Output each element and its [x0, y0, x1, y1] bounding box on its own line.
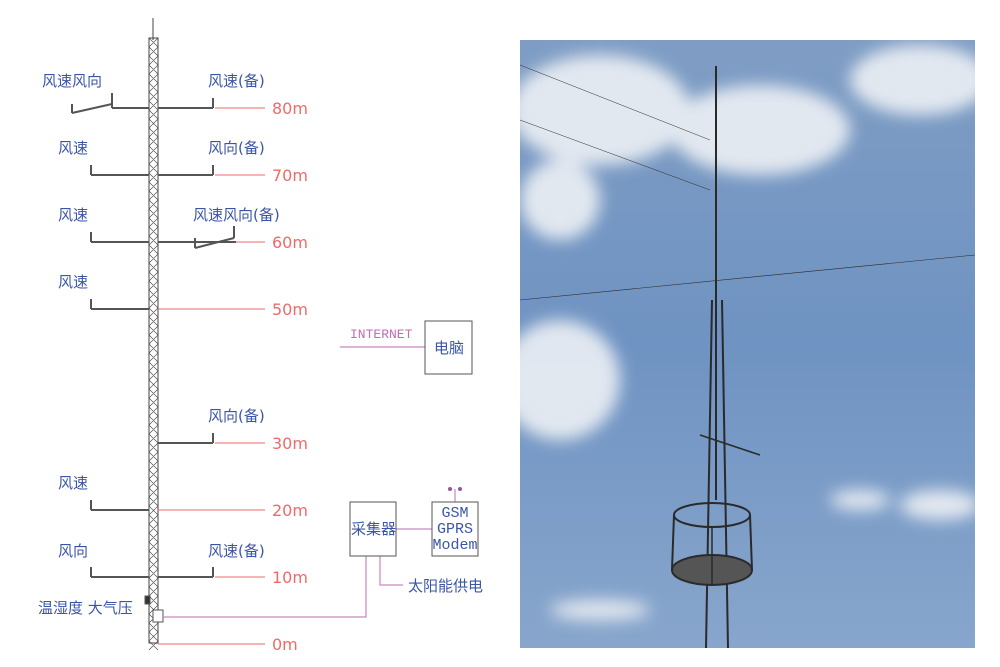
sensor-arms [71, 93, 236, 605]
height-label: 50m [272, 300, 308, 319]
sensor-label: 风速(备) [208, 542, 265, 560]
height-labels: 80m 70m 60m 50m 30m 20m 10m 0m [272, 99, 308, 654]
logger-label: 采集器 [351, 520, 396, 538]
logger-box [349, 501, 397, 557]
modem-label: GSM [441, 505, 468, 522]
height-label: 70m [272, 166, 308, 185]
sensor-label: 风向(备) [208, 139, 265, 157]
sensor-label: 风向(备) [208, 407, 265, 425]
height-label: 0m [272, 635, 298, 654]
sensor-label: 风速 [58, 206, 88, 224]
tower-photo [520, 40, 975, 648]
sensor-label: 风速 [58, 139, 88, 157]
sensor-label: 风速(备) [208, 72, 265, 90]
modem-box [431, 501, 479, 557]
height-label: 60m [272, 233, 308, 252]
tower-mast [148, 18, 159, 651]
antenna-icon [448, 487, 452, 491]
height-label: 80m [272, 99, 308, 118]
sensor-label: 风速 [58, 474, 88, 492]
sensor-label: 风速风向(备) [193, 206, 280, 224]
height-lines [158, 107, 265, 645]
sensor-label: 温湿度 大气压 [38, 599, 133, 617]
sensor-label: 风速风向 [42, 72, 102, 90]
height-label: 20m [272, 501, 308, 520]
connection-lines [163, 346, 456, 618]
solar-label: 太阳能供电 [408, 577, 483, 595]
sensor-label: 风向 [58, 542, 88, 560]
antenna-icon [458, 487, 462, 491]
height-label: 30m [272, 434, 308, 453]
height-label: 10m [272, 568, 308, 587]
internet-label: INTERNET [350, 327, 413, 342]
computer-label: 电脑 [434, 339, 464, 357]
sensor-label: 风速 [58, 273, 88, 291]
computer-box [424, 320, 473, 375]
modem-label: Modem [432, 537, 477, 554]
sensor-labels: 风速风向 风速(备) 风速 风向(备) 风速 风速风向(备) 风速 风向(备) … [38, 72, 280, 617]
modem-label: GPRS [437, 521, 473, 538]
sensor-box [152, 609, 164, 623]
